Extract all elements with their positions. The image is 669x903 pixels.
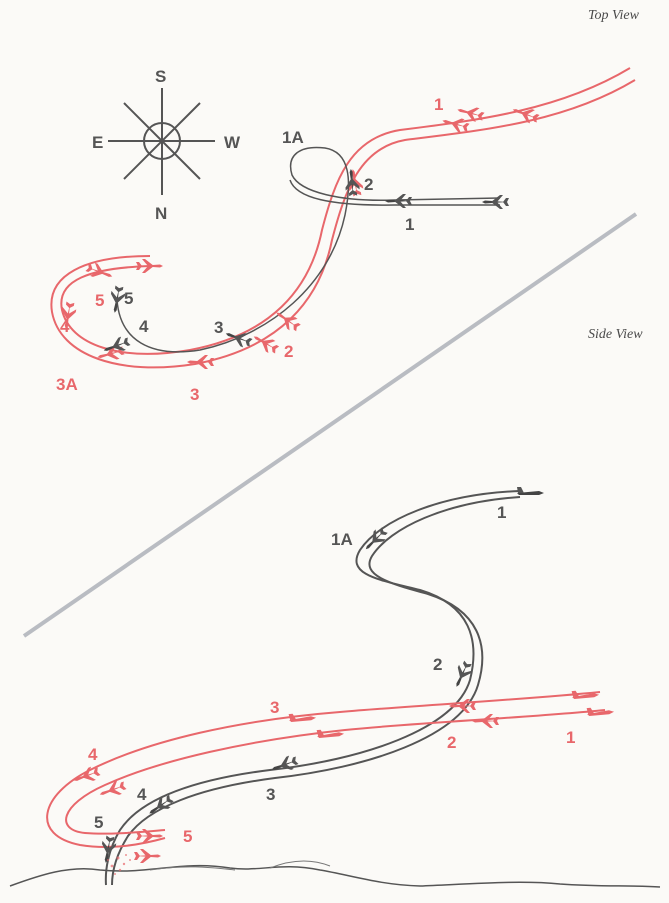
- side-label-red-1: 1: [566, 728, 575, 747]
- side-label-red-2: 2: [447, 733, 456, 752]
- side-label-gray-5: 5: [94, 813, 103, 832]
- top-jet-red-5b: [136, 259, 163, 273]
- compass-south: S: [155, 67, 166, 86]
- top-label-red-3: 3: [190, 385, 199, 404]
- top-view-label: Top View: [588, 8, 639, 23]
- top-label-red-3a: 3A: [56, 375, 78, 394]
- top-label-gray-1: 1: [405, 215, 414, 234]
- side-jet-gray-3: [269, 753, 300, 777]
- compass-rose: [108, 88, 215, 195]
- side-red-path: [46, 691, 606, 849]
- side-jet-red-3b: [316, 727, 345, 739]
- compass-east: E: [92, 133, 103, 152]
- side-label-gray-1a: 1A: [331, 530, 353, 549]
- top-label-gray-3: 3: [214, 318, 223, 337]
- ground-terrain: [9, 864, 661, 888]
- impact-spray: [107, 854, 131, 875]
- side-view-label: Side View: [588, 327, 643, 342]
- side-label-gray-3: 3: [266, 785, 275, 804]
- top-label-gray-4: 4: [139, 317, 149, 336]
- section-divider: [22, 212, 638, 638]
- side-jet-red-2a: [472, 714, 499, 728]
- top-label-red-1: 1: [434, 95, 443, 114]
- top-gray-path: [116, 146, 501, 353]
- side-jet-gray-1: [517, 487, 544, 495]
- side-label-red-3: 3: [270, 698, 279, 717]
- top-label-red-2: 2: [284, 342, 293, 361]
- compass-north: N: [155, 204, 167, 223]
- side-label-red-5: 5: [183, 827, 192, 846]
- side-label-gray-4: 4: [137, 785, 147, 804]
- ground-terrain-back: [149, 860, 331, 871]
- side-label-gray-1: 1: [497, 503, 506, 522]
- compass-west: W: [224, 133, 241, 152]
- top-jet-red-3: [187, 355, 214, 369]
- top-label-gray-2: 2: [364, 175, 373, 194]
- side-jet-red-3a: [288, 711, 317, 723]
- top-jet-gray-1a: [482, 195, 509, 209]
- side-label-red-4: 4: [88, 745, 98, 764]
- side-jet-red-5b: [134, 849, 161, 863]
- top-label-gray-5: 5: [124, 289, 133, 308]
- top-label-red-5: 5: [95, 291, 104, 310]
- side-label-gray-2: 2: [433, 655, 442, 674]
- top-jet-red-5a: [84, 260, 115, 284]
- top-label-red-4: 4: [60, 317, 70, 336]
- side-jet-red-4a: [71, 764, 102, 788]
- top-jet-gray-1b: [385, 194, 412, 208]
- top-label-gray-1a: 1A: [282, 128, 304, 147]
- side-gray-path: [104, 490, 521, 886]
